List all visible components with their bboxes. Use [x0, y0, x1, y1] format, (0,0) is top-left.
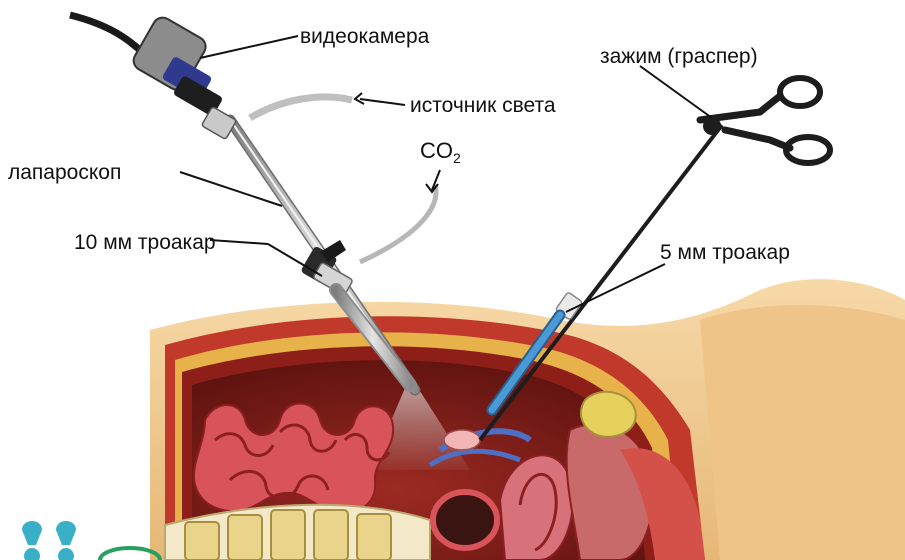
label-trocar-5mm: 5 мм троакар: [660, 242, 790, 263]
gas-tube: [360, 185, 436, 262]
video-camera-head: [70, 14, 237, 140]
label-light-source: источник света: [410, 95, 556, 116]
label-grasper: зажим (граспер): [600, 46, 758, 67]
label-video-camera: видеокамера: [300, 26, 429, 47]
label-trocar-10mm: 10 мм троакар: [74, 232, 216, 253]
label-co2-subscript: 2: [453, 150, 461, 166]
light-cable: [250, 97, 352, 118]
callout-lines: [180, 36, 712, 312]
label-co2-main: CO: [420, 138, 453, 163]
decorative-cells: [22, 521, 160, 560]
label-laparoscope: лапароскоп: [8, 162, 121, 183]
label-co2: CO2: [420, 140, 461, 165]
